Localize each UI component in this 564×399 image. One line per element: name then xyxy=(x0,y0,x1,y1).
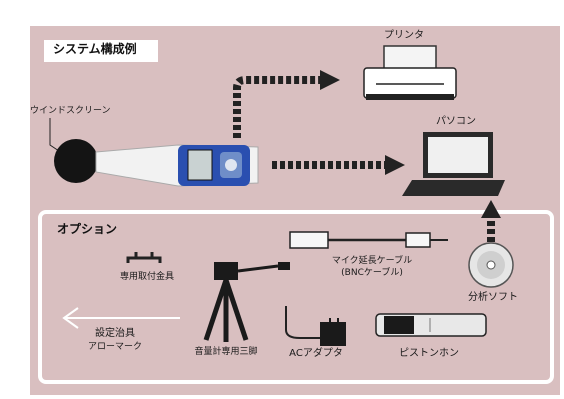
pc-label: パソコン xyxy=(436,116,476,127)
cable-label-line1: マイク延長ケーブル xyxy=(331,256,413,266)
cable-label-line2: (BNCケーブル) xyxy=(341,268,403,278)
adapter-label: ACアダプタ xyxy=(289,348,343,359)
mounting-bracket-icon xyxy=(126,252,162,263)
tool-label-line1: 設定治具 xyxy=(95,328,135,339)
tool-label-line2: アローマーク xyxy=(87,342,142,352)
software-disc-icon xyxy=(468,242,514,288)
printer-icon xyxy=(363,45,457,100)
options-title: オプション xyxy=(57,222,118,236)
title-box xyxy=(44,40,158,62)
diagram-title: システム構成例 xyxy=(53,42,137,56)
ac-adapter-icon xyxy=(285,306,346,346)
mount-label: 専用取付金具 xyxy=(119,272,174,282)
software-label: 分析ソフト xyxy=(468,292,518,303)
left-arrow-icon xyxy=(62,307,180,329)
pistonphone-label: ピストンホン xyxy=(399,348,459,359)
laptop-icon xyxy=(402,132,505,196)
bnc-cable-icon xyxy=(289,231,448,249)
sound-level-meter-icon xyxy=(54,139,259,187)
windscreen-label: ウインドスクリーン xyxy=(30,106,111,116)
tripod-label: 音量計専用三脚 xyxy=(194,347,258,357)
option-area-border xyxy=(38,210,554,384)
pistonphone-icon xyxy=(375,313,487,337)
arrow-to-printer xyxy=(233,70,340,138)
arrow-software-to-pc xyxy=(481,200,501,242)
printer-label: プリンタ xyxy=(384,30,424,41)
tripod-icon xyxy=(203,262,290,342)
arrow-to-pc xyxy=(272,155,405,175)
